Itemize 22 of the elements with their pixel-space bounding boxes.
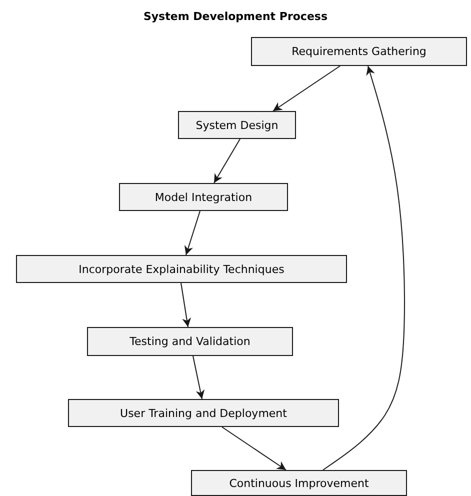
arrow — [222, 426, 286, 470]
diagram-title: System Development Process — [143, 10, 328, 23]
arrow — [322, 66, 405, 470]
box-label: Incorporate Explainability Techniques — [78, 262, 284, 276]
box-label: Testing and Validation — [130, 335, 250, 348]
process-box — [119, 183, 288, 211]
arrow — [180, 282, 192, 328]
box-label: Requirements Gathering — [292, 45, 426, 58]
process-box — [16, 255, 347, 283]
box-label: Continuous Improvement — [229, 476, 369, 490]
arrow — [184, 210, 200, 256]
box-label: System Design — [196, 118, 278, 132]
process-box — [191, 470, 407, 496]
arrow — [214, 138, 240, 184]
arrow — [192, 356, 205, 400]
process-box — [251, 37, 467, 66]
process-box — [87, 327, 293, 356]
process-box — [68, 399, 339, 427]
box-label: Model Integration — [154, 190, 252, 204]
box-label: User Training and Deployment — [120, 406, 287, 420]
arrow — [272, 66, 340, 112]
process-box — [178, 111, 296, 139]
